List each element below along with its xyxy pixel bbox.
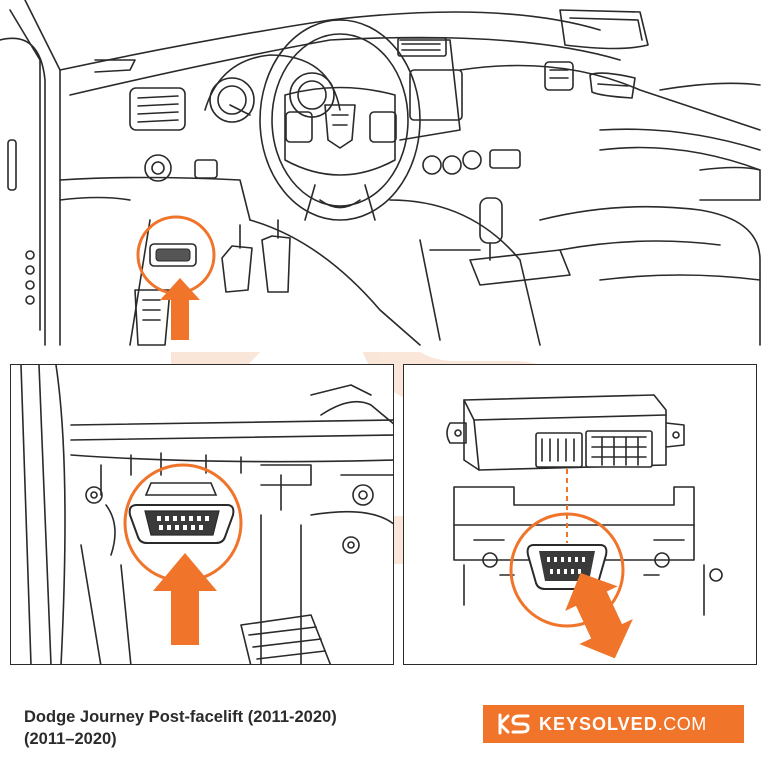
obd-port-closeup: [123, 463, 243, 583]
module-drawing: [446, 394, 723, 659]
obd-connector-module-panel: [403, 364, 757, 665]
ks-logo-icon: [498, 713, 530, 735]
arrow-icon: [565, 572, 633, 659]
dashboard-overview-panel: [0, 0, 768, 352]
brand-tld: .COM: [657, 713, 707, 734]
arrow-icon: [153, 553, 217, 645]
dashboard-drawing: [0, 0, 761, 346]
vehicle-title: Dodge Journey Post-facelift (2011-2020): [24, 708, 337, 726]
arrow-icon: [160, 278, 200, 340]
closeup-drawing: [20, 365, 393, 664]
footer-title: Dodge Journey Post-facelift (2011-2020) …: [24, 706, 454, 750]
brand-badge[interactable]: KEYSOLVED.COM: [483, 705, 744, 743]
brand-name: KEYSOLVED: [539, 713, 658, 734]
vehicle-years: (2011–2020): [24, 730, 117, 748]
obd-port-location-top: [136, 215, 216, 295]
obd-port-closeup-panel: [10, 364, 394, 665]
